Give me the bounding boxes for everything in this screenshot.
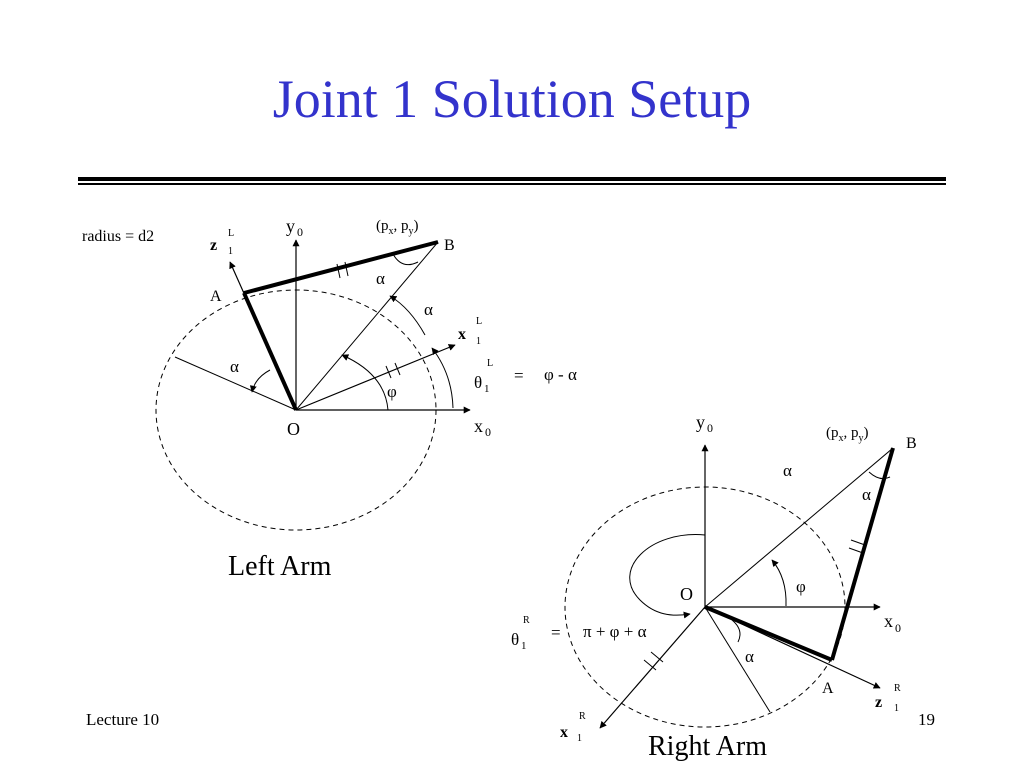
left-tick-ox1-2 [394, 362, 401, 376]
right-alpha-label-b: α [862, 485, 871, 504]
left-tick-ab-1 [336, 263, 341, 279]
left-y0-sub: 0 [297, 225, 303, 239]
right-theta-arc [629, 534, 706, 619]
right-z1-label: z [875, 694, 882, 711]
right-radius-line [704, 606, 771, 713]
left-ob-line [295, 241, 439, 411]
right-phi-label: φ [796, 577, 806, 596]
right-z1-sub: 1 [894, 703, 899, 714]
left-arm-labels: radius = d2 z L 1 y 0 (px, py) B A α α α… [82, 216, 577, 582]
left-alpha-label-a: α [230, 357, 239, 376]
left-phi-label: φ [387, 382, 397, 401]
left-origin-label: O [287, 419, 300, 439]
right-z1-sup: R [894, 683, 901, 694]
left-alpha-arc-a [249, 369, 271, 393]
left-radius-label: radius = d2 [82, 228, 154, 245]
right-theta-base: θ [511, 630, 519, 649]
right-link-oa [704, 605, 833, 662]
right-tick-ab-2 [848, 547, 864, 554]
left-x0-label: x [474, 416, 483, 436]
left-theta-sup: L [487, 358, 493, 369]
right-theta-sub: 1 [521, 640, 527, 652]
left-z1-sup: L [228, 228, 234, 239]
right-link-ab [830, 447, 895, 661]
right-y0-sub: 0 [707, 421, 713, 435]
right-x1-label: x [560, 724, 568, 741]
right-origin-label: O [680, 584, 693, 604]
left-x1-label: x [458, 326, 466, 343]
left-z1-label: z [210, 237, 217, 254]
right-x1-sub: 1 [577, 733, 582, 744]
right-arm-labels: y 0 (px, py) B α α φ O x 0 θ R 1 = π + φ… [511, 412, 917, 762]
left-theta-sub: 1 [484, 383, 490, 395]
left-alpha-label-b: α [376, 269, 385, 288]
left-theta-arc [431, 347, 454, 409]
right-tick-ox1-2 [650, 651, 664, 663]
right-theta-rhs: π + φ + α [583, 622, 647, 641]
right-tick-ox1-1 [643, 659, 657, 671]
title-rule-thick [78, 177, 946, 181]
left-alpha-arc-b [392, 253, 419, 266]
right-x0-sub: 0 [895, 621, 901, 635]
left-link-oa [242, 292, 298, 411]
right-theta-equals: = [551, 623, 561, 642]
title-rule-thin [78, 183, 946, 185]
left-radius-line [174, 356, 297, 411]
right-b-coords: (px, py) [826, 425, 869, 444]
right-x1-sup: R [579, 711, 586, 722]
right-point-a-label: A [822, 680, 834, 697]
right-alpha-label-o: α [745, 647, 754, 666]
right-ob-line [704, 447, 894, 608]
left-arm-diagram [155, 239, 471, 531]
left-x0-sub: 0 [485, 425, 491, 439]
left-alpha-label-c: α [424, 300, 433, 319]
left-theta-equals: = [514, 366, 524, 385]
right-y0-label: y [696, 412, 705, 432]
left-arm-caption: Left Arm [228, 551, 332, 582]
footer-lecture-label: Lecture 10 [86, 710, 160, 729]
left-z1-sub: 1 [228, 246, 233, 257]
left-point-a-label: A [210, 288, 222, 305]
right-arm-diagram [564, 444, 895, 729]
left-alpha-arc-c [389, 295, 426, 336]
right-tick-ab-1 [850, 539, 866, 546]
right-arm-caption: Right Arm [648, 731, 767, 762]
right-x0-label: x [884, 611, 893, 631]
left-x1-sup: L [476, 316, 482, 327]
slide-title: Joint 1 Solution Setup [272, 69, 752, 129]
left-b-coords: (px, py) [376, 218, 419, 237]
left-link-ab [243, 240, 439, 295]
right-theta-sup: R [523, 615, 530, 626]
right-alpha-arc-o [731, 619, 741, 643]
left-point-b-label: B [444, 237, 455, 254]
left-x1-sub: 1 [476, 336, 481, 347]
left-tick-ab-2 [344, 261, 349, 277]
left-theta-rhs: φ - α [544, 365, 577, 384]
left-theta-base: θ [474, 373, 482, 392]
page-number: 19 [918, 710, 935, 729]
right-phi-arc [771, 559, 787, 607]
left-phi-arc [341, 354, 389, 411]
left-y0-label: y [286, 216, 295, 236]
left-x1-axis [295, 344, 456, 411]
right-alpha-arc-b [868, 471, 891, 480]
right-alpha-label-top: α [783, 461, 792, 480]
left-tick-ox1-1 [385, 365, 392, 379]
right-point-b-label: B [906, 435, 917, 452]
